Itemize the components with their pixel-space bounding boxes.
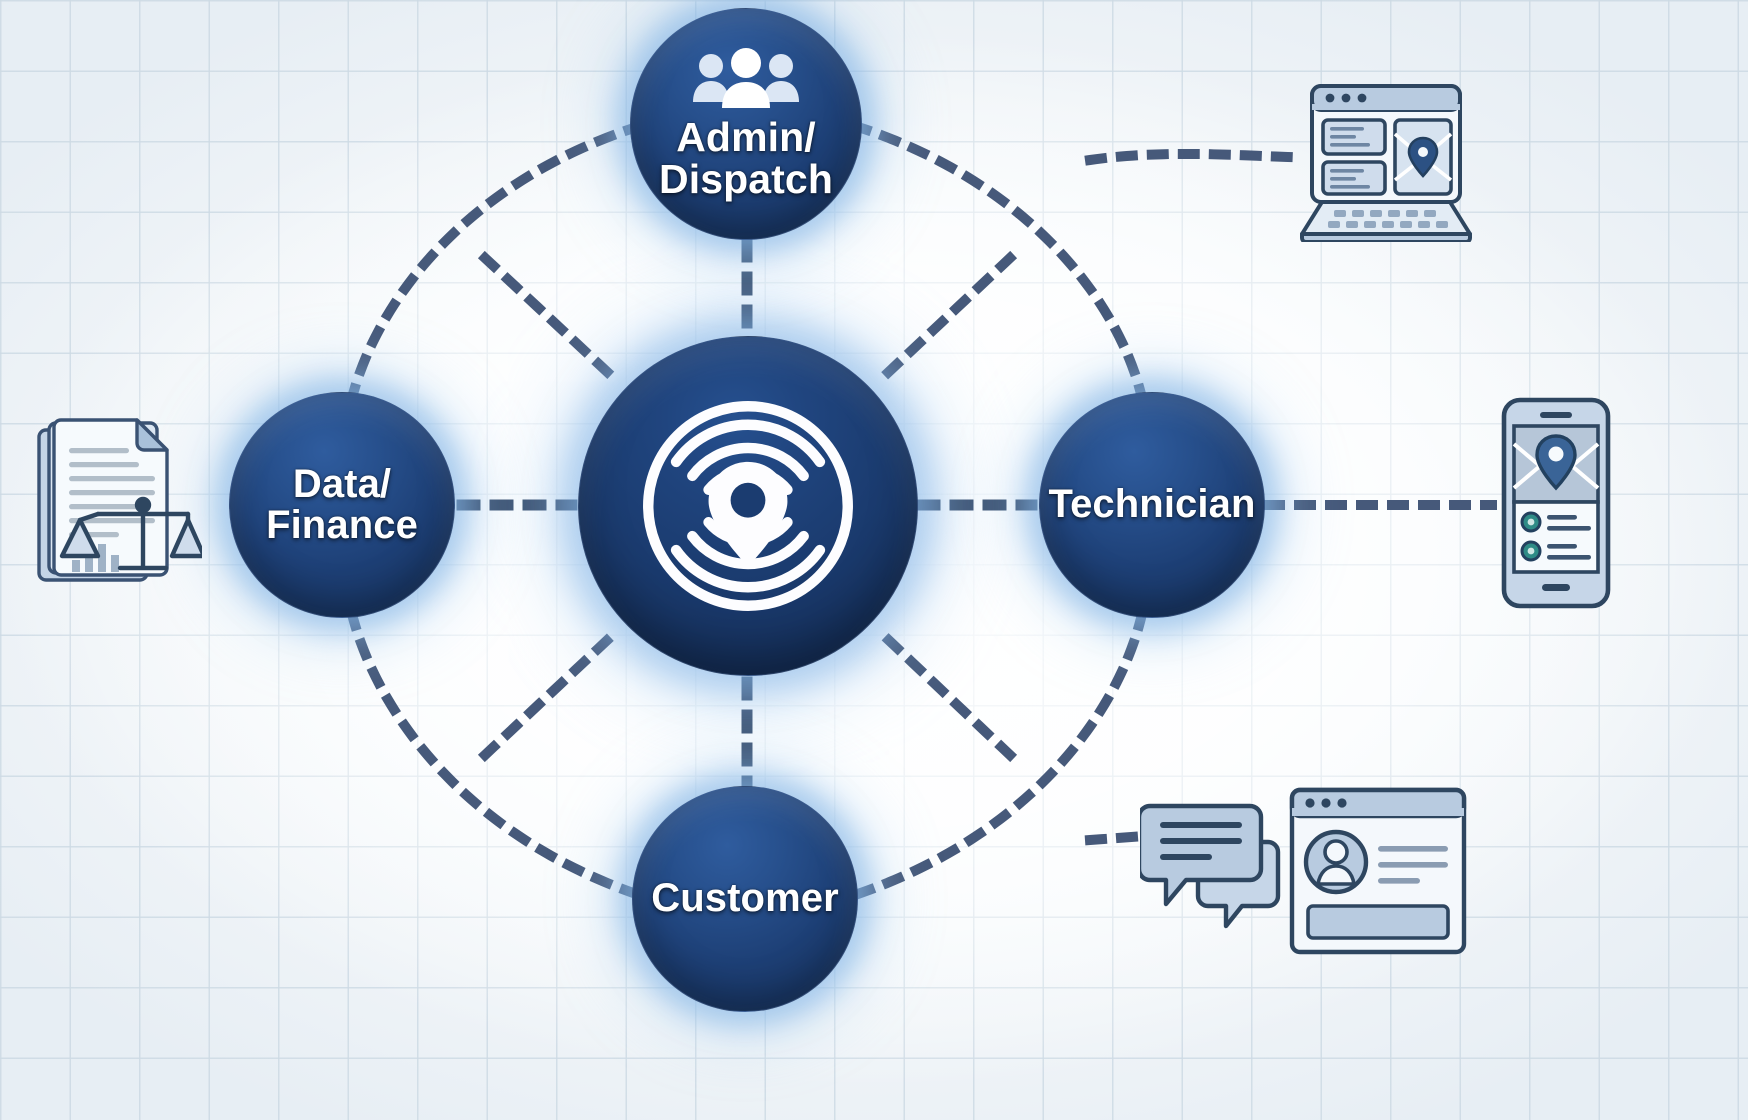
node-label-customer: Customer	[651, 876, 839, 921]
keyboard-keys	[1328, 210, 1448, 228]
document-text-lines	[69, 448, 155, 538]
node-label-technician: Technician	[1048, 482, 1256, 527]
profile-action-bar	[1306, 904, 1450, 940]
node-label-admin: Admin/ Dispatch	[659, 113, 833, 202]
connector-arc-admin-data	[345, 119, 647, 405]
location-pin-signal-icon	[643, 401, 853, 611]
node-data-finance[interactable]: Data/ Finance	[229, 392, 455, 618]
checklist-item-2	[1520, 540, 1591, 562]
panel-text-lines	[1330, 127, 1370, 189]
node-label-data: Data/ Finance	[266, 461, 418, 547]
chat-profile-icon	[1140, 787, 1467, 955]
mobile-map-checklist-icon	[1501, 397, 1611, 609]
connector-hub-stub-sw	[477, 622, 626, 763]
document-bar-chart	[72, 544, 119, 572]
connector-hub-stub-se	[870, 622, 1018, 763]
window-dots	[1325, 93, 1367, 103]
connector-arc-technician-customer	[845, 607, 1149, 903]
chat-text-lines	[1160, 822, 1242, 860]
connector-arc-admin-technician	[848, 119, 1149, 405]
connector-hub-stub-nw	[477, 250, 626, 390]
documents-scales-icon	[37, 418, 202, 582]
profile-window-dots	[1305, 798, 1347, 808]
connector-arc-data-customer	[345, 607, 649, 903]
phone-home-button	[1542, 584, 1570, 591]
profile-avatar	[1303, 829, 1369, 895]
laptop-map-pin	[1407, 136, 1439, 178]
profile-text-lines	[1378, 846, 1448, 884]
laptop-dashboard-icon	[1300, 84, 1472, 242]
balance-scales-glyph	[59, 496, 202, 571]
people-group-icon	[693, 47, 799, 108]
phone-map-pin	[1535, 434, 1577, 491]
checklist-item-1	[1520, 511, 1591, 533]
node-admin-dispatch[interactable]: Admin/ Dispatch	[630, 8, 862, 240]
node-technician[interactable]: Technician	[1039, 392, 1265, 618]
connector-admin-laptop	[1084, 148, 1294, 166]
node-customer[interactable]: Customer	[632, 786, 858, 1012]
center-node-platform[interactable]	[578, 336, 918, 676]
connector-hub-stub-ne	[870, 250, 1018, 390]
phone-speaker	[1540, 412, 1572, 418]
map-pin-glyph	[708, 461, 788, 567]
